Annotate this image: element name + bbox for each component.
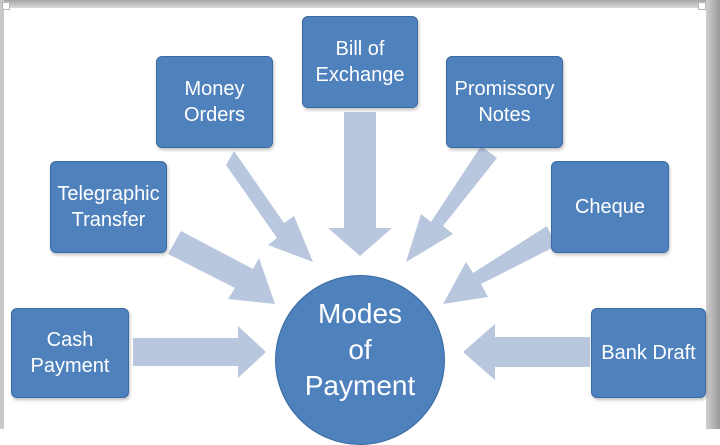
arrow-cheque (443, 226, 556, 304)
node-telegraphic-transfer[interactable]: Telegraphic Transfer (50, 161, 167, 253)
node-money-orders-label: Money Orders (183, 78, 246, 126)
node-promissory-notes[interactable]: Promissory Notes (446, 56, 563, 148)
node-telegraphic-transfer-label: Telegraphic Transfer (57, 183, 160, 231)
arrow-promissory-notes (406, 146, 497, 262)
slide-frame (0, 0, 720, 429)
resize-handle-top-right[interactable] (698, 2, 706, 10)
center-label: Modes of Payment (304, 298, 416, 401)
center-modes-of-payment[interactable]: Modes of Payment (275, 275, 445, 445)
arrows-layer (133, 112, 590, 380)
arrow-cash-payment (133, 326, 266, 378)
arrow-bank-draft (463, 324, 590, 380)
arrow-telegraphic-transfer (168, 231, 275, 304)
resize-handle-top-left[interactable] (2, 2, 10, 10)
frame-left-border (0, 0, 4, 429)
node-bill-of-exchange[interactable]: Bill of Exchange (302, 16, 418, 108)
arrow-money-orders (226, 151, 313, 262)
node-bill-of-exchange-label: Bill of Exchange (315, 38, 405, 86)
node-promissory-notes-label: Promissory Notes (454, 78, 555, 126)
arrow-bill-of-exchange (328, 112, 392, 256)
node-cash-payment[interactable]: Cash Payment (11, 308, 129, 398)
node-cheque-label: Cheque (574, 196, 646, 218)
frame-top-border (0, 0, 720, 8)
node-cash-payment-label: Cash Payment (30, 329, 110, 377)
node-cheque[interactable]: Cheque (551, 161, 669, 253)
node-bank-draft[interactable]: Bank Draft (591, 308, 706, 398)
frame-right-border (706, 0, 720, 429)
node-bank-draft-label: Bank Draft (601, 342, 696, 364)
node-money-orders[interactable]: Money Orders (156, 56, 273, 148)
